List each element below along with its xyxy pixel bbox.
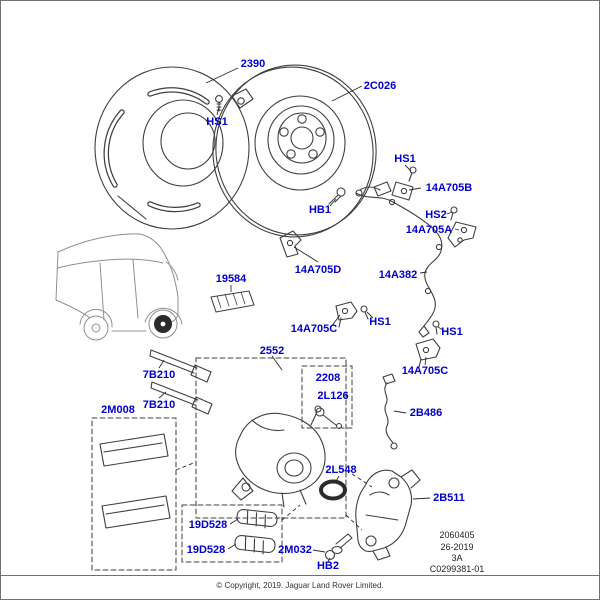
seal-2l548-art [319,479,347,501]
vehicle-sketch-art [55,233,183,341]
info-block-date: 26-2019 [440,542,473,552]
wear-sensor-2b486-art [382,373,398,450]
boot-upper-art [236,508,278,529]
callout-14a705c-left[interactable]: 14A705C [291,323,338,335]
screw-hs1-mid-art [360,305,369,320]
callout-7b210-lower[interactable]: 7B210 [143,399,175,411]
callout-14a705d[interactable]: 14A705D [295,264,342,276]
bleed-screw-art [315,407,343,430]
callout-7b210-upper[interactable]: 7B210 [143,369,175,381]
callout-14a705c-right[interactable]: 14A705C [402,365,449,377]
callout-hb1[interactable]: HB1 [309,204,331,216]
guide-pin-boots-group [181,504,283,563]
brake-pad-lower-art [101,495,171,529]
bracket-14a705b-art [391,181,414,201]
callout-14a705a[interactable]: 14A705A [406,224,453,236]
guide-pin-boots-group-outline [181,504,283,563]
callout-19d528-lower[interactable]: 19D528 [187,544,226,556]
carrier-bracket-2b511-art [355,469,421,561]
callout-14a382[interactable]: 14A382 [379,269,418,281]
brake-disc-art [212,64,377,238]
info-block-revision: 3A [451,553,462,563]
bracket-14a705c-right-art [415,338,441,368]
bracket-14a705d-art [279,230,302,258]
screw-hs2-art [450,206,458,221]
screw-hs1-harness-art [408,166,417,182]
bracket-14a705a-art [447,221,477,248]
callout-hs2[interactable]: HS2 [425,209,446,221]
callout-hs1-mid[interactable]: HS1 [369,316,390,328]
callout-2m008[interactable]: 2M008 [101,404,135,416]
assembly-dashed-lines [175,461,373,531]
callout-2m032[interactable]: 2M032 [278,544,312,556]
callout-2l126[interactable]: 2L126 [317,390,348,402]
brake-pads-group [91,417,177,571]
callout-hs1-shield[interactable]: HS1 [206,116,227,128]
callout-2552[interactable]: 2552 [260,345,284,357]
bolt-hb1-art [328,187,346,205]
caliper-housing-art [231,405,326,508]
info-block-number: 2060405 [439,530,474,540]
caliper-group-outline [195,357,347,519]
copyright-text: © Copyright, 2019. Jaguar Land Rover Lim… [216,581,383,590]
callout-2b486[interactable]: 2B486 [410,407,442,419]
callout-2390[interactable]: 2390 [241,58,265,70]
callout-19d528-upper[interactable]: 19D528 [189,519,228,531]
callout-hs1-harness-top[interactable]: HS1 [394,153,415,165]
screw-hs1-right-art [432,320,440,335]
info-block-reference: C0299381-01 [430,564,485,574]
shim-19584-art [210,290,255,313]
dust-shield-art [94,66,254,230]
callout-hb2[interactable]: HB2 [317,560,339,572]
leader-lines [158,67,460,563]
brake-pads-group-outline [91,417,177,571]
guide-pin-7b210-upper-art [149,349,212,383]
callout-2l548[interactable]: 2L548 [325,464,356,476]
abs-harness-art [355,181,443,338]
callout-hs1-right[interactable]: HS1 [441,326,462,338]
bolt-2m032-art [324,533,353,561]
callout-14a705b[interactable]: 14A705B [426,182,473,194]
callout-19584[interactable]: 19584 [216,273,247,285]
screw-hs1-shield-art [215,95,223,112]
bleed-screw-group [301,365,353,430]
callout-2b511[interactable]: 2B511 [433,492,465,504]
boot-lower-art [234,534,276,555]
guide-pin-7b210-lower-art [150,381,213,415]
bracket-14a705c-left-art [335,301,358,328]
bleed-screw-group-outline [301,365,353,429]
callout-2c026[interactable]: 2C026 [364,80,396,92]
brake-pad-upper-art [99,433,169,467]
caliper-assembly-group [149,349,347,519]
callout-2208[interactable]: 2208 [316,372,340,384]
